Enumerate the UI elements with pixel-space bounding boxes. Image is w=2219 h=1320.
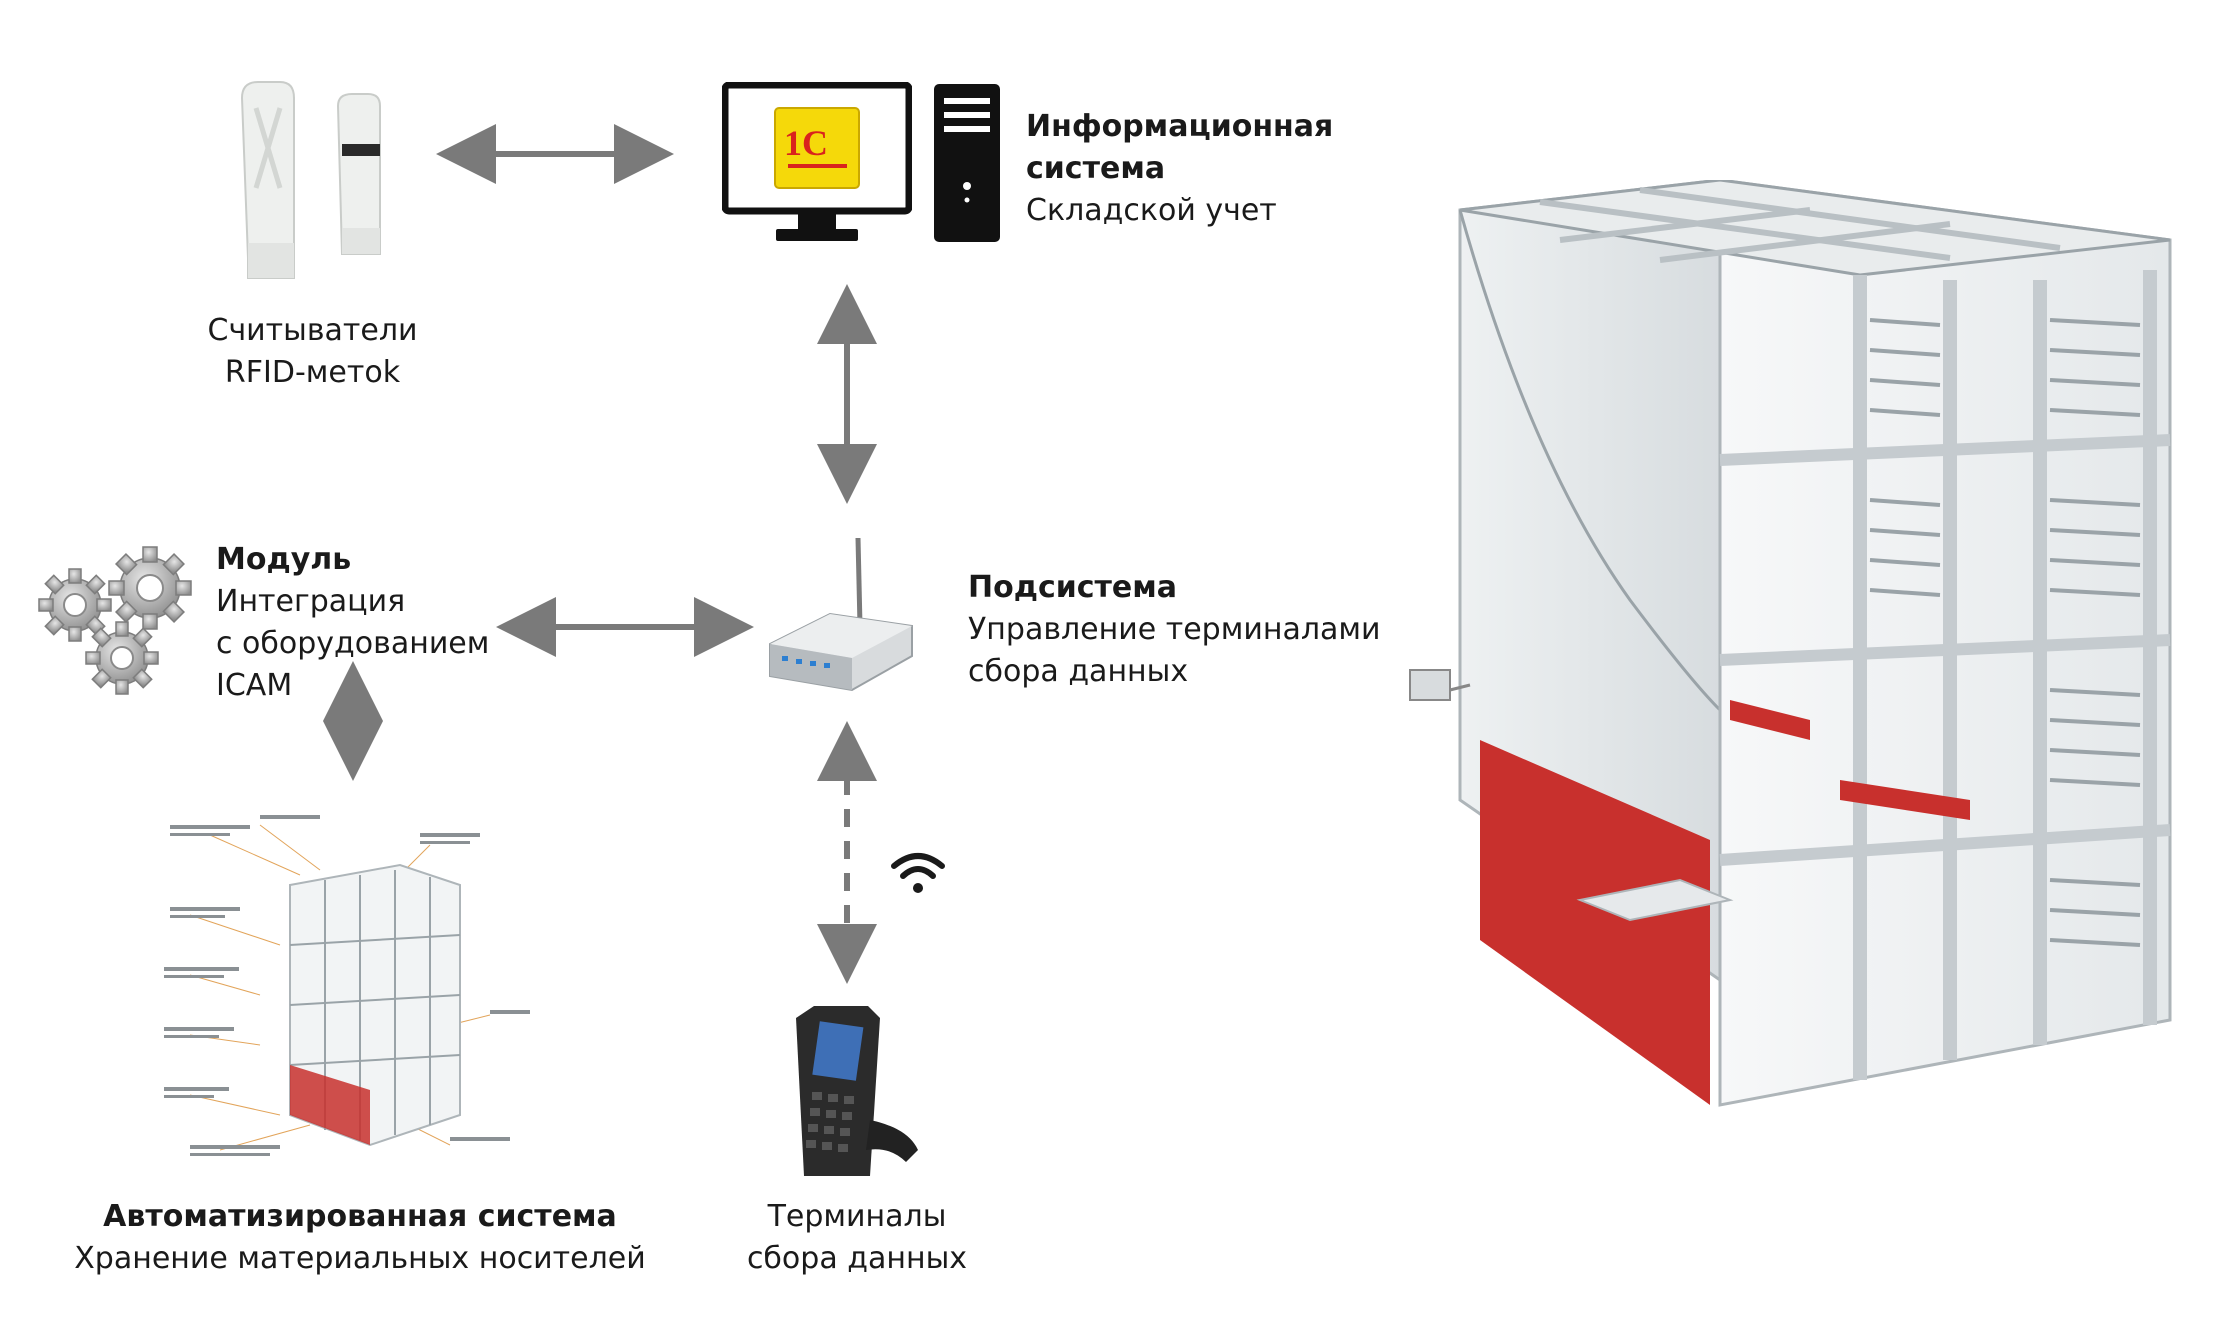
module-line2: с оборудованием: [216, 626, 490, 661]
rfid-label-line1: Считыватели: [207, 313, 418, 348]
subsystem-line2: сбора данных: [968, 654, 1189, 689]
router-icon: [769, 537, 913, 692]
subsystem-title: Подсистема: [968, 570, 1178, 605]
module-title: Модуль: [216, 542, 352, 577]
logo-1c-icon: 1С: [784, 123, 828, 163]
subsystem-label: Подсистема Управление терминалами сбора …: [968, 567, 1381, 693]
rfid-readers-label: Считыватели RFID-метоk: [190, 310, 435, 394]
automated-system-label: Автоматизированная система Хранение мате…: [70, 1196, 650, 1280]
terminals-label: Терминалы сбора данных: [727, 1196, 987, 1280]
rfid-label-line2: RFID-метоk: [224, 355, 401, 390]
storage-large-illustration: [1409, 180, 2172, 1107]
info-system-subtitle: Складской учет: [1026, 193, 1277, 228]
wifi-icon: [891, 853, 945, 893]
monitor-icon: 1С: [722, 82, 912, 242]
automated-system-subtitle: Хранение материальных носителей: [74, 1241, 646, 1276]
info-system-label: Информационная система Складской учет: [1026, 106, 1333, 232]
module-line1: Интеграция: [216, 584, 406, 619]
subsystem-line1: Управление терминалами: [968, 612, 1381, 647]
terminals-line1: Терминалы: [767, 1199, 947, 1234]
gears-icon: [38, 546, 192, 695]
info-system-title1: Информационная: [1026, 109, 1334, 144]
automated-system-title: Автоматизированная система: [103, 1199, 617, 1234]
pc-tower-icon: [934, 84, 1000, 242]
handheld-terminal-icon: [796, 1006, 918, 1176]
terminals-line2: сбора данных: [746, 1241, 968, 1276]
info-system-title2: система: [1026, 151, 1166, 186]
storage-small-illustration: [164, 815, 530, 1156]
module-line3: ICAM: [216, 668, 293, 703]
rfid-gate-icon: [240, 81, 381, 279]
module-label: Модуль Интеграция с оборудованием ICAM: [216, 539, 489, 707]
